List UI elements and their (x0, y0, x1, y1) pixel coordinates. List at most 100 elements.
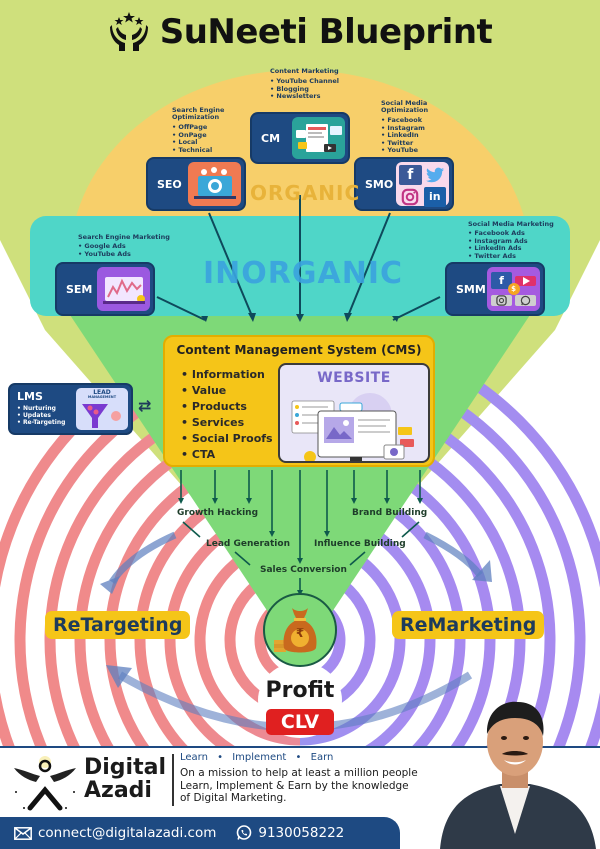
smo-tile[interactable]: SMO f in (354, 157, 454, 211)
lead-generation-label: Lead Generation (206, 539, 290, 549)
smo-item: YouTube (381, 146, 428, 155)
seo-item: OnPage (172, 131, 224, 140)
influence-building-label: Influence Building (314, 539, 406, 549)
sync-arrows-icon: ⇄ (138, 396, 152, 415)
sales-conversion-label: Sales Conversion (260, 565, 347, 575)
organic-label: ORGANIC (250, 181, 361, 205)
website-illustration: WEBSITE (278, 363, 430, 463)
tagline-separator: • (295, 752, 302, 763)
mission-line1: On a mission to help at least a million … (180, 767, 418, 779)
sem-analytics-illustration-icon (97, 267, 150, 311)
cms-item: Services (181, 415, 273, 431)
seo-items: OffPage OnPage Local Technical (172, 123, 224, 155)
sem-tile-label: SEM (66, 282, 93, 296)
email-text: connect@digitalazadi.com (38, 825, 217, 841)
sem-item: Google Ads (78, 242, 170, 251)
facebook-ad-icon: f (491, 272, 512, 290)
tagline-separator: • (217, 752, 224, 763)
facebook-icon: f (399, 165, 422, 185)
smm-description: Social Media Marketing Facebook Ads Inst… (468, 221, 554, 260)
smm-heading: Social Media Marketing (468, 220, 554, 228)
lms-items: Nurturing Updates Re-Targeting (17, 405, 65, 426)
content-marketing-illustration-icon (292, 117, 345, 159)
cm-item: YouTube Channel (270, 77, 339, 86)
funnel-icon (82, 404, 121, 428)
lead-management-title-line1: LEAD (93, 389, 111, 396)
cms-item: CTA (181, 447, 273, 463)
footer-divider (172, 754, 174, 806)
title-text: SuNeeti Blueprint (159, 12, 493, 52)
mail-icon (14, 826, 32, 840)
cm-tile-label: CM (261, 131, 281, 145)
smo-tile-label: SMO (365, 177, 394, 191)
seo-item: Local (172, 138, 224, 147)
tagline-earn: Earn (310, 752, 334, 763)
sem-heading: Search Engine Marketing (78, 233, 170, 241)
cms-item: Value (181, 383, 273, 399)
lms-box[interactable]: LMS Nurturing Updates Re-Targeting LEAD … (8, 383, 133, 435)
smo-item: Instagram (381, 124, 428, 133)
seo-item: Technical (172, 146, 224, 155)
smo-heading-line1: Social Media (381, 99, 428, 107)
cm-heading: Content Marketing (270, 67, 339, 75)
smo-item: LinkedIn (381, 131, 428, 140)
smo-item: Facebook (381, 116, 428, 125)
cms-item: Social Proofs (181, 431, 273, 447)
smo-heading-line2: Optimization (381, 106, 429, 114)
seo-item: OffPage (172, 123, 224, 132)
brand-name-line1: Digital (84, 755, 166, 780)
smm-tile-label: SMM (456, 282, 486, 296)
lms-item: Updates (17, 412, 65, 419)
smm-tile[interactable]: SMM f $ (445, 262, 545, 316)
website-mockup-icon (291, 393, 414, 461)
presenter-photo (440, 701, 596, 849)
whatsapp-ad-icon (515, 294, 536, 306)
inorganic-label: INORGANIC (203, 256, 404, 291)
sem-tile[interactable]: SEM (55, 262, 155, 316)
social-icons-grid: f in (396, 162, 449, 207)
sem-item: YouTube Ads (78, 250, 170, 259)
remarketing-label: ReMarketing (392, 611, 545, 639)
website-label: WEBSITE (317, 370, 391, 386)
cm-items: YouTube Channel Blogging Newsletters (270, 77, 339, 101)
clv-badge: CLV (266, 709, 334, 735)
phone-text: 9130058222 (258, 825, 345, 841)
retargeting-label: ReTargeting (45, 611, 191, 639)
cm-tile[interactable]: CM (250, 112, 350, 164)
tagline-learn: Learn (180, 752, 208, 763)
seo-illustration-icon (188, 162, 241, 206)
smm-item: Instagram Ads (468, 237, 554, 246)
lead-management-title-line2: MANAGEMENT (87, 395, 117, 399)
cms-box: Content Management System (CMS) Informat… (163, 335, 435, 467)
lms-label: LMS (17, 390, 43, 403)
brand-name-line2: Azadi (84, 778, 152, 803)
seo-tile-label: SEO (157, 177, 182, 191)
seo-description: Search Engine Optimization OffPage OnPag… (172, 107, 224, 154)
lms-item: Re-Targeting (17, 419, 65, 426)
page-title: SuNeeti Blueprint (0, 4, 600, 60)
mission-line3: of Digital Marketing. (180, 792, 287, 804)
whatsapp-icon (237, 825, 252, 840)
smo-description: Social Media Optimization Facebook Insta… (381, 100, 428, 155)
growth-hacking-label: Growth Hacking (177, 508, 259, 518)
smo-heading: Social Media Optimization (381, 100, 428, 114)
sem-description: Search Engine Marketing Google Ads YouTu… (78, 234, 170, 258)
cm-item: Newsletters (270, 92, 339, 101)
lead-management-illustration: LEAD MANAGEMENT (76, 388, 128, 430)
phone-contact[interactable]: 9130058222 (236, 825, 344, 841)
smm-item: Facebook Ads (468, 229, 554, 238)
cms-item: Products (181, 399, 273, 415)
seo-heading-line2: Optimization (172, 113, 220, 121)
seo-tile[interactable]: SEO (146, 157, 246, 211)
profit-label: Profit (265, 678, 335, 703)
smm-icons-grid: f $ (487, 267, 540, 311)
instagram-icon (399, 188, 422, 206)
cms-items: Information Value Products Services Soci… (181, 367, 273, 463)
contact-bar: connect@digitalazadi.com 9130058222 (0, 817, 400, 849)
seo-heading-line1: Search Engine (172, 106, 225, 114)
cm-description: Content Marketing YouTube Channel Bloggi… (270, 68, 339, 101)
cms-item: Information (181, 367, 273, 383)
email-contact[interactable]: connect@digitalazadi.com (14, 825, 216, 841)
sem-items: Google Ads YouTube Ads (78, 242, 170, 259)
brand-building-label: Brand Building (352, 508, 428, 518)
